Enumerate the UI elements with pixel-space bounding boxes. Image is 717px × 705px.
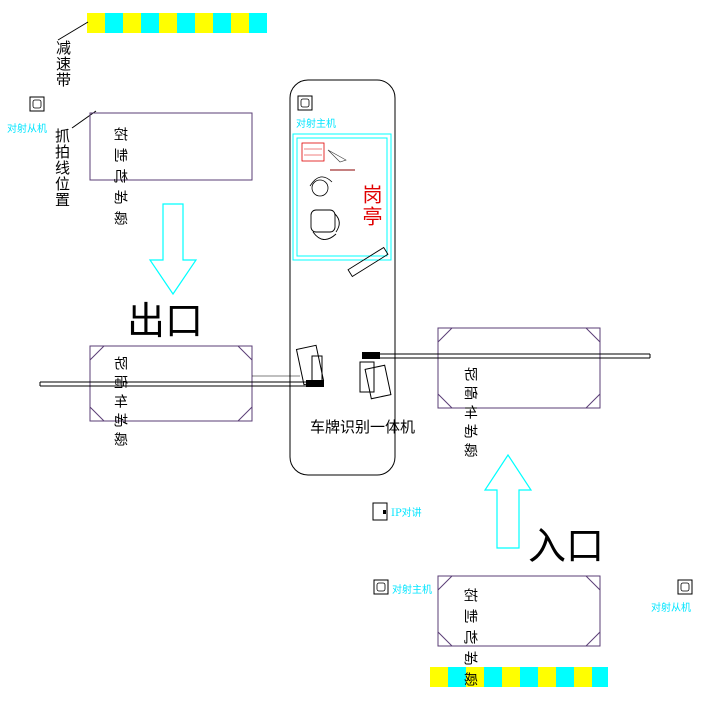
- kiosk: [292, 133, 392, 278]
- ip-intercom-label: IP对讲: [391, 508, 422, 519]
- anti-smash-sensor-box-left: [89, 345, 253, 422]
- exit-label: 出口: [127, 299, 204, 343]
- intercom-slave-label-right: 对射从机: [651, 603, 691, 614]
- anti-smash-label-left: 防砸车地感: [114, 356, 130, 451]
- intercom-master-icon-bottom: [373, 579, 389, 595]
- exit-arrow: [148, 203, 198, 296]
- control-sensor-box-bottom: [437, 575, 601, 647]
- ip-intercom-icon: [372, 502, 388, 521]
- intercom-master-icon-top: [297, 95, 313, 111]
- speed-bump-bottom: [430, 667, 608, 687]
- control-sensor-box-top: [89, 112, 253, 181]
- kiosk-label: 岗亭: [359, 184, 383, 228]
- intercom-slave-icon-right: [677, 579, 693, 595]
- speed-bump-label: 减速带: [54, 40, 72, 88]
- island: [289, 79, 396, 476]
- intercom-master-label-top: 对射主机: [296, 119, 336, 130]
- entrance-arrow: [483, 453, 533, 549]
- control-sensor-label-top: 控制机地感: [114, 127, 130, 232]
- intercom-slave-icon-left: [29, 96, 45, 112]
- anti-smash-label-right: 防砸车地感: [464, 367, 480, 462]
- capture-line-label: 抓拍线位置: [53, 128, 71, 208]
- intercom-slave-label-left: 对射从机: [7, 124, 47, 135]
- entrance-label: 入口: [528, 524, 605, 568]
- intercom-master-label-bottom: 对射主机: [392, 585, 432, 596]
- anti-smash-sensor-box-right: [437, 327, 601, 409]
- barrier-gate-left: [39, 344, 325, 387]
- control-sensor-label-bottom: 控制机地感: [464, 588, 480, 693]
- barrier-gate-right: [359, 352, 651, 400]
- speed-bump-top: [87, 13, 267, 33]
- lpr-unit-label: 车牌识别一体机: [310, 418, 416, 436]
